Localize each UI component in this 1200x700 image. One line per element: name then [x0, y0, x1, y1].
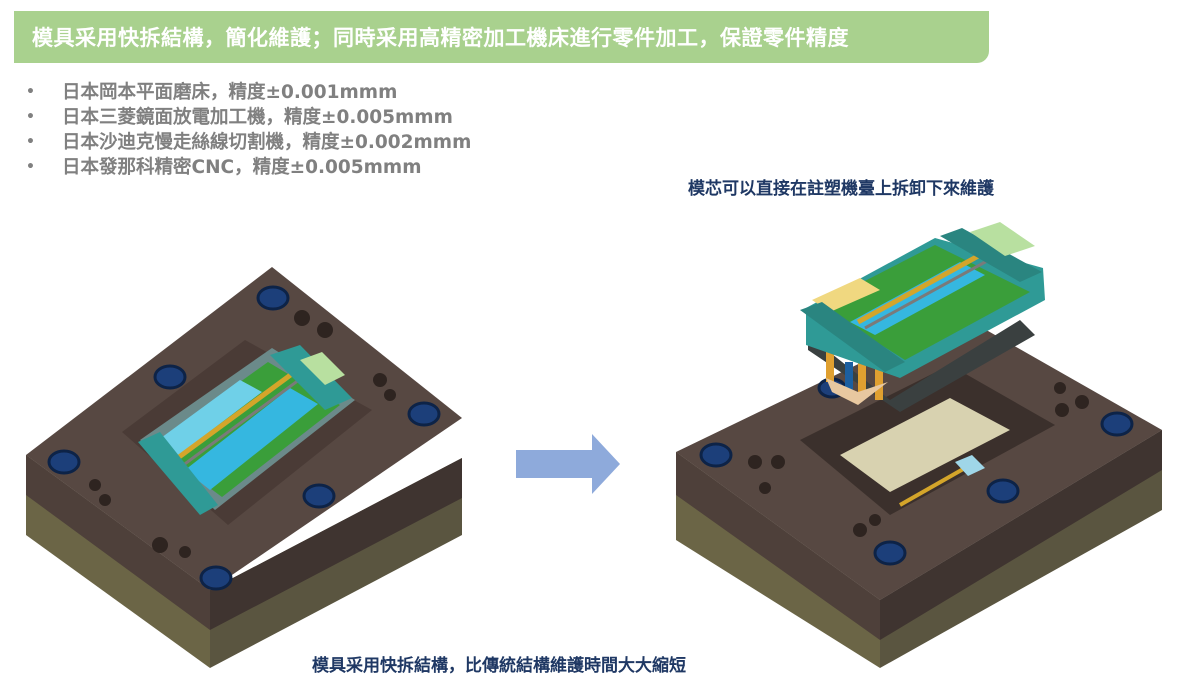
- list-item-text: 日本沙迪克慢走絲線切割機，精度±0.002mmm: [62, 132, 472, 153]
- bolt-icon: [699, 442, 733, 468]
- core-slot: [173, 365, 302, 463]
- detached-core-caption: 模芯可以直接在註塑機臺上拆卸下來維護: [688, 179, 994, 199]
- bullet-icon: •: [26, 159, 35, 175]
- guide-pin: [858, 355, 866, 397]
- locator-block: [955, 455, 985, 476]
- bolt-icon: [153, 364, 187, 390]
- clamp-bar: [940, 228, 1042, 282]
- mold-plate-side: [26, 455, 210, 630]
- bolt-icon: [986, 478, 1020, 504]
- holes: [748, 382, 1089, 537]
- clamp-bar: [800, 302, 905, 372]
- title-banner: 模具采用快拆結構，簡化維護；同時采用高精密加工機床進行零件加工，保證零件精度: [14, 11, 989, 63]
- bolt-icon: [1100, 411, 1134, 437]
- list-item-text: 日本三菱鏡面放電加工機，精度±0.005mmm: [62, 107, 453, 128]
- clamp-tab: [300, 352, 345, 385]
- clamp-bar: [138, 432, 218, 515]
- core-slot: [181, 372, 308, 468]
- bolt-icons: [47, 285, 441, 591]
- clamp-tab: [970, 222, 1035, 256]
- arrow-icon: [516, 434, 620, 494]
- bolt-icon: [47, 449, 81, 475]
- bolt-icon: [199, 565, 233, 591]
- core-slot: [864, 259, 988, 330]
- guide-pin: [826, 340, 834, 382]
- core-slot: [856, 252, 982, 325]
- guide-pin: [875, 368, 883, 400]
- list-item-text: 日本發那科精密CNC，精度±0.005mmm: [62, 157, 422, 178]
- quick-release-caption: 模具采用快拆結構，比傳統結構維護時間大大縮短: [312, 656, 686, 676]
- mold-plate-front: [880, 430, 1162, 640]
- bullet-icon: •: [26, 84, 35, 100]
- list-item-text: 日本岡本平面磨床，精度±0.001mmm: [62, 82, 398, 103]
- core-insert-blue: [150, 380, 262, 460]
- removed-core-yellow: [812, 278, 880, 312]
- bolt-icon: [407, 401, 441, 427]
- core-insert-blue: [185, 388, 318, 490]
- clamp-bar: [270, 345, 352, 410]
- pocket-slot: [899, 466, 966, 507]
- pin-base: [826, 378, 888, 405]
- pocket-floor: [840, 398, 1010, 492]
- mold-plate-front: [210, 458, 462, 630]
- bolt-icons: [699, 377, 1134, 566]
- bullet-icon: •: [26, 134, 35, 150]
- disassembled-mold-illustration: [676, 222, 1162, 668]
- bolt-icon: [873, 540, 907, 566]
- removed-core-underside: [808, 320, 1035, 412]
- bullet-icon: •: [26, 109, 35, 125]
- holes: [89, 310, 396, 558]
- bolt-icon: [256, 285, 290, 311]
- assembled-mold-illustration: [26, 267, 462, 668]
- banner-title: 模具采用快拆結構，簡化維護；同時采用高精密加工機床進行零件加工，保證零件精度: [32, 26, 849, 50]
- bolt-icon: [302, 483, 336, 509]
- guide-pin: [845, 362, 853, 392]
- mold-plate-side: [676, 452, 880, 640]
